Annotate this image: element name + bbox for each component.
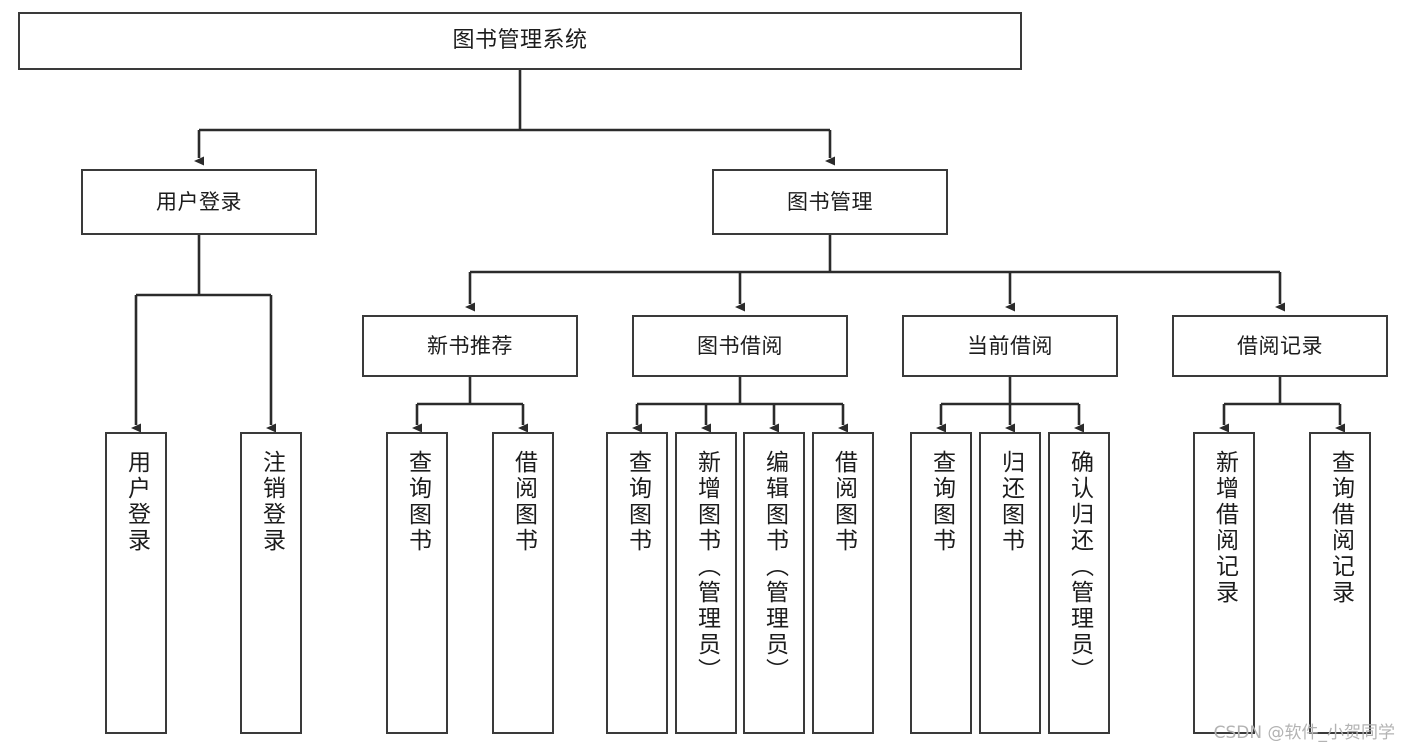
node-label: 注销登录 [258,450,285,554]
watermark-text: CSDN @软件_小贺同学 [1213,723,1395,743]
node-label: 图书管理系统 [452,28,588,54]
node-leaf-query-book-current[interactable]: 查询图书 [910,432,972,734]
node-label: 新书推荐 [427,333,513,358]
node-label: 查询图书 [928,450,955,554]
node-label: 新增借阅记录 [1211,450,1238,606]
node-new-book-recommend[interactable]: 新书推荐 [362,315,578,377]
node-leaf-add-book-admin[interactable]: 新增图书（管理员） [675,432,737,734]
node-label: 图书管理 [787,189,873,214]
node-label: 查询图书 [404,450,431,554]
node-leaf-query-book-recommend[interactable]: 查询图书 [386,432,448,734]
node-leaf-add-borrow-record[interactable]: 新增借阅记录 [1193,432,1255,734]
node-label: 用户登录 [123,450,150,554]
node-borrow-record[interactable]: 借阅记录 [1172,315,1388,377]
node-leaf-borrow-book-recommend[interactable]: 借阅图书 [492,432,554,734]
node-label: 借阅记录 [1237,333,1323,358]
node-label: 新增图书（管理员） [693,450,720,684]
node-book-management[interactable]: 图书管理 [712,169,948,235]
node-label: 查询借阅记录 [1327,450,1354,606]
node-leaf-query-book-borrow[interactable]: 查询图书 [606,432,668,734]
node-leaf-confirm-return-admin[interactable]: 确认归还（管理员） [1048,432,1110,734]
node-leaf-user-login[interactable]: 用户登录 [105,432,167,734]
node-label: 借阅图书 [510,450,537,554]
node-label: 用户登录 [156,189,242,214]
node-leaf-query-borrow-record[interactable]: 查询借阅记录 [1309,432,1371,734]
node-label: 查询图书 [624,450,651,554]
node-label: 归还图书 [997,450,1024,554]
node-leaf-borrow-book[interactable]: 借阅图书 [812,432,874,734]
node-label: 当前借阅 [967,333,1053,358]
node-label: 借阅图书 [830,450,857,554]
node-leaf-edit-book-admin[interactable]: 编辑图书（管理员） [743,432,805,734]
node-leaf-logout[interactable]: 注销登录 [240,432,302,734]
node-current-borrow[interactable]: 当前借阅 [902,315,1118,377]
node-label: 确认归还（管理员） [1066,450,1093,684]
node-user-login[interactable]: 用户登录 [81,169,317,235]
node-leaf-return-book[interactable]: 归还图书 [979,432,1041,734]
node-book-borrow[interactable]: 图书借阅 [632,315,848,377]
node-root-system[interactable]: 图书管理系统 [18,12,1022,70]
node-label: 图书借阅 [697,333,783,358]
node-label: 编辑图书（管理员） [761,450,788,684]
